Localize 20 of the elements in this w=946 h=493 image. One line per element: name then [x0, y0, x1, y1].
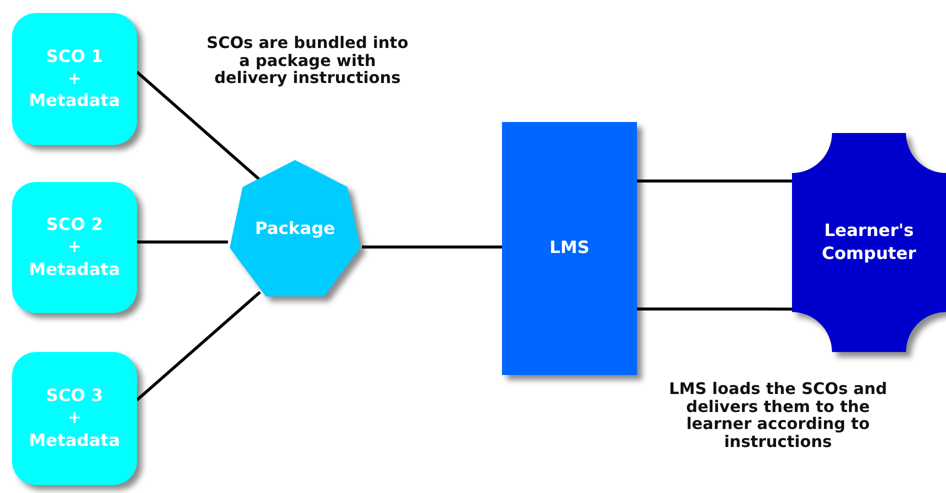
connector-line — [362, 245, 502, 248]
connector-line — [136, 290, 262, 402]
connector-line — [637, 307, 792, 311]
node-label: Metadata — [28, 258, 120, 281]
node-label: + — [67, 68, 82, 90]
node-label: + — [67, 236, 82, 259]
node-label: SCO 1 — [46, 46, 103, 68]
node-label: Learner's Computer — [820, 220, 918, 265]
node-label: LMS — [550, 237, 590, 260]
node-label: Metadata — [28, 90, 120, 112]
connector-line — [637, 179, 792, 182]
note-text: LMS loads the SCOs and delivers them to the learner according to instructions — [668, 380, 888, 450]
connector-line — [136, 70, 262, 182]
node-label: + — [67, 407, 82, 430]
node-label: SCO 3 — [46, 385, 103, 408]
connector-line — [137, 240, 228, 244]
node-label: SCO 2 — [46, 214, 103, 236]
node-label: Package — [254, 218, 336, 240]
node-label: Metadata — [28, 430, 120, 452]
note-text: SCOs are bundled into a package with delivery instructions — [206, 34, 410, 87]
